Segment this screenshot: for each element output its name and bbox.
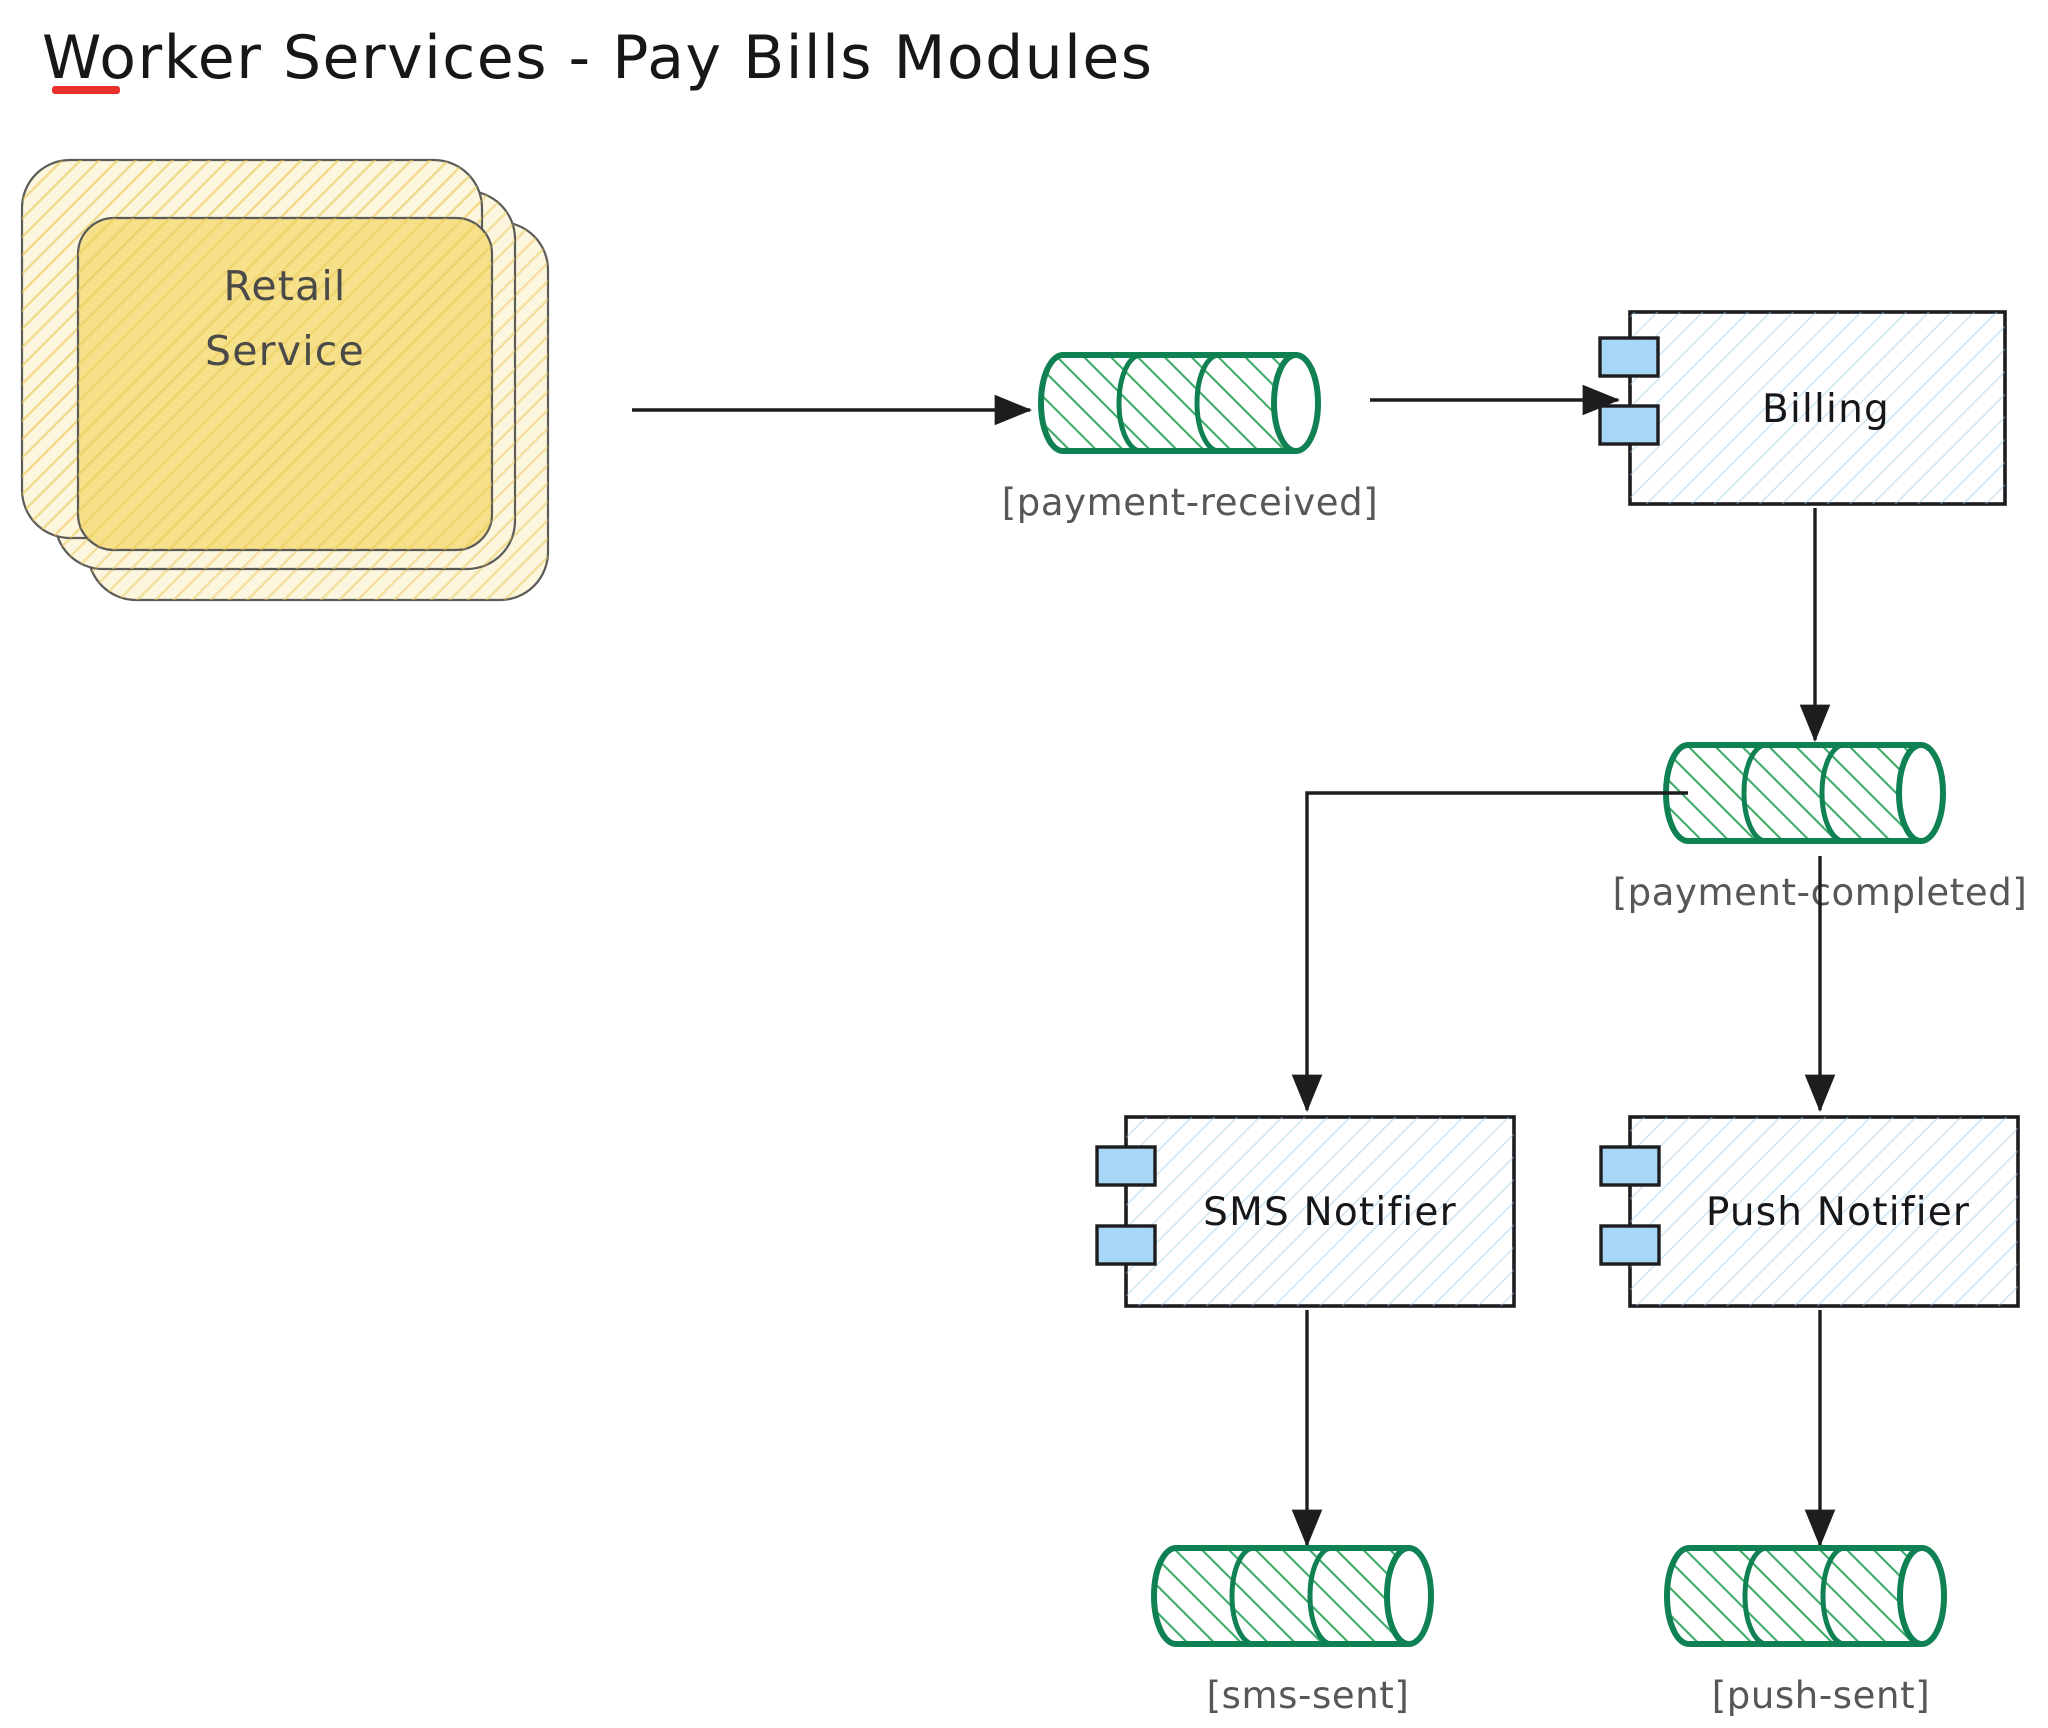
queue-label-push-sent: [push-sent] [1712,1674,1930,1717]
node-push-notifier[interactable]: Push Notifier [1599,1115,2020,1308]
node-sms-notifier[interactable]: SMS Notifier [1095,1115,1516,1308]
retail-service-panel-hatch [78,218,492,550]
push-notifier-port-top[interactable] [1599,1145,1661,1187]
queue-sms-sent[interactable]: [sms-sent] [1151,1545,1434,1717]
queue-push-sent[interactable]: [push-sent] [1664,1545,1947,1717]
sms-notifier-label: SMS Notifier [1203,1190,1457,1235]
edge-payment-completed-to-sms-notifier [1291,791,1688,1113]
sms-notifier-port-top[interactable] [1095,1145,1157,1187]
node-retail-service[interactable]: Retail Service [20,158,550,602]
title-underline [52,86,120,94]
push-notifier-label: Push Notifier [1706,1190,1970,1235]
queue-cylinder-icon [1151,1545,1434,1647]
billing-label: Billing [1762,387,1890,432]
queue-cylinder-icon [1038,352,1321,454]
billing-hatch [1630,312,2005,504]
billing-port-top[interactable] [1598,336,1660,378]
billing-port-bottom[interactable] [1598,404,1660,446]
queue-payment-received[interactable]: [payment-received] [1002,352,1379,524]
page-title: Worker Services - Pay Bills Modules [42,23,1154,94]
queue-label-sms-sent: [sms-sent] [1207,1674,1410,1717]
push-notifier-port-bottom[interactable] [1599,1224,1661,1266]
push-notifier-hatch [1630,1117,2018,1306]
arrow-elbow-path [1291,791,1688,1113]
node-billing[interactable]: Billing [1598,310,2007,506]
retail-service-label-line2: Service [205,327,365,375]
sms-notifier-port-bottom[interactable] [1095,1224,1157,1266]
sms-notifier-hatch [1126,1117,1514,1306]
page-title-text: Worker Services - Pay Bills Modules [42,23,1154,93]
queue-label-payment-received: [payment-received] [1002,481,1379,524]
retail-service-label-line1: Retail [223,262,346,310]
queue-cylinder-icon [1664,1545,1947,1647]
queue-cylinder-icon [1663,742,1946,844]
